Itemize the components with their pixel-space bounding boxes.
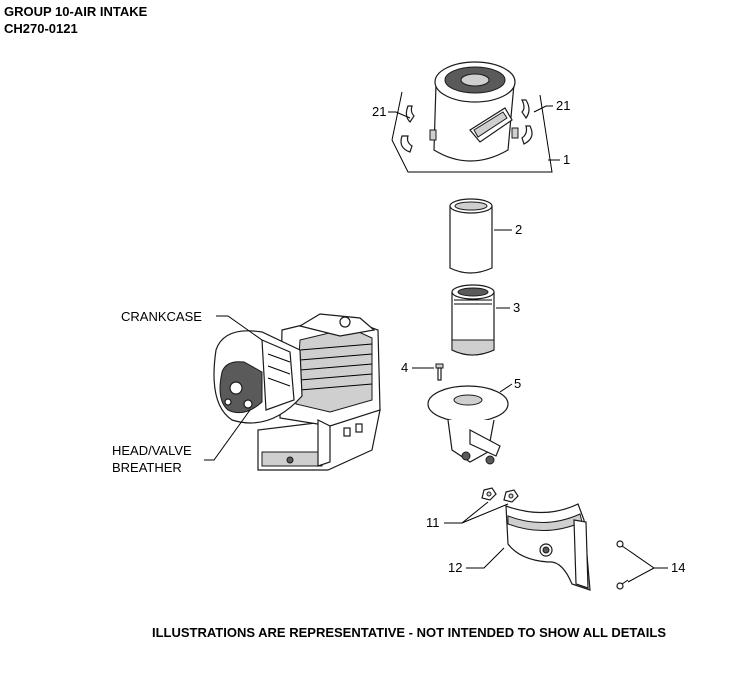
clip-right[interactable] xyxy=(521,99,533,145)
engine-assembly[interactable] xyxy=(213,313,381,471)
callout-1: 1 xyxy=(563,152,570,167)
callout-21-left: 21 xyxy=(372,104,386,119)
label-breather: BREATHER xyxy=(112,460,182,475)
callout-5: 5 xyxy=(514,376,521,391)
group-title: GROUP 10-AIR INTAKE xyxy=(4,4,148,19)
nut-right[interactable] xyxy=(503,489,519,503)
air-filter-element[interactable] xyxy=(451,284,495,356)
callout-2: 2 xyxy=(515,222,522,237)
callout-4: 4 xyxy=(401,360,408,375)
callout-12: 12 xyxy=(448,560,462,575)
callout-3: 3 xyxy=(513,300,520,315)
heat-shield[interactable] xyxy=(505,503,591,591)
callout-21-right: 21 xyxy=(556,98,570,113)
clip-left[interactable] xyxy=(400,105,415,153)
model-number: CH270-0121 xyxy=(4,21,78,36)
label-crankcase: CRANKCASE xyxy=(121,309,202,324)
label-head-valve: HEAD/VALVE xyxy=(112,443,192,458)
bolt[interactable] xyxy=(435,363,444,381)
disclaimer-text: ILLUSTRATIONS ARE REPRESENTATIVE - NOT I… xyxy=(152,625,666,640)
screw-bottom[interactable] xyxy=(616,579,629,590)
air-cleaner-cover[interactable] xyxy=(391,61,553,173)
screw-top[interactable] xyxy=(616,540,629,551)
callout-14: 14 xyxy=(671,560,685,575)
nut-left[interactable] xyxy=(481,487,497,501)
callout-11: 11 xyxy=(426,515,440,530)
precleaner[interactable] xyxy=(449,198,493,274)
air-cleaner-base[interactable] xyxy=(427,385,509,465)
